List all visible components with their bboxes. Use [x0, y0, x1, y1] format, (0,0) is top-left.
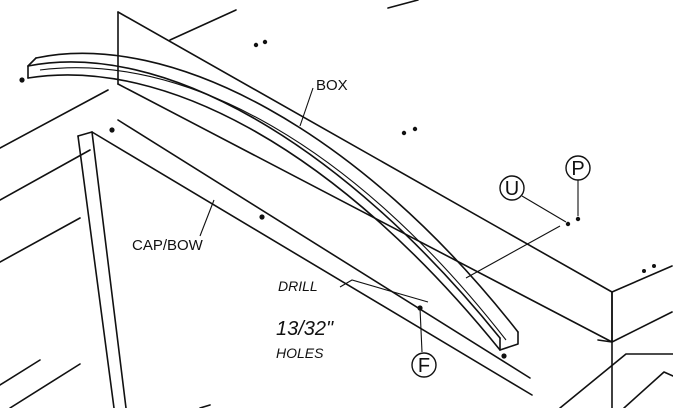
svg-text:F: F: [418, 355, 430, 377]
label-box: BOX: [316, 77, 348, 94]
label-drill-size: 13/32": [276, 318, 334, 340]
callout-p: P: [565, 155, 591, 181]
svg-text:P: P: [571, 158, 584, 180]
leader-lines: [199, 87, 579, 353]
box-panel: [117, 0, 673, 343]
callout-u: U: [499, 175, 525, 201]
cap-bow: [27, 52, 519, 351]
svg-text:U: U: [505, 178, 519, 200]
label-cap-bow: CAP/BOW: [132, 237, 204, 254]
screws: [19, 77, 581, 359]
frame-lower-right: [559, 339, 673, 408]
frame-truss: [0, 89, 533, 408]
label-drill: DRILL: [278, 278, 318, 294]
box-top-holes: [253, 39, 656, 273]
label-holes: HOLES: [276, 345, 324, 361]
callout-f: F: [411, 352, 437, 378]
